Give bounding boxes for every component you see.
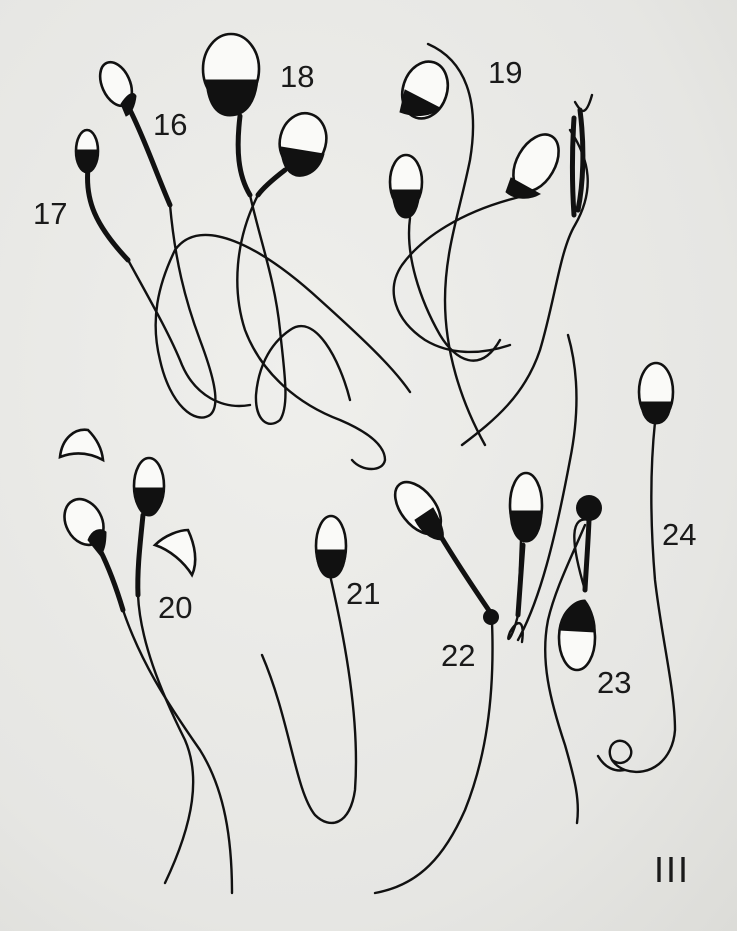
label-23: 23 (597, 665, 632, 700)
label-16: 16 (153, 107, 188, 142)
sperm-18b (236, 111, 387, 471)
label-21: 21 (346, 576, 381, 611)
sperm-19 (388, 42, 594, 447)
detached-caps (58, 428, 197, 578)
sperm-22 (373, 333, 578, 895)
sperm-16 (98, 60, 412, 419)
sperm-18 (201, 32, 352, 426)
label-20: 20 (158, 590, 193, 625)
label-18: 18 (280, 59, 315, 94)
label-24: 24 (662, 517, 697, 552)
plate-number: III (654, 849, 691, 890)
label-17: 17 (33, 196, 68, 231)
label-22: 22 (441, 638, 476, 673)
sperm-24 (596, 361, 677, 773)
sperm-20 (63, 456, 234, 895)
sperm-23 (543, 495, 602, 825)
sperm-21 (260, 514, 358, 825)
label-19: 19 (488, 55, 523, 90)
sperm-17 (74, 128, 252, 408)
